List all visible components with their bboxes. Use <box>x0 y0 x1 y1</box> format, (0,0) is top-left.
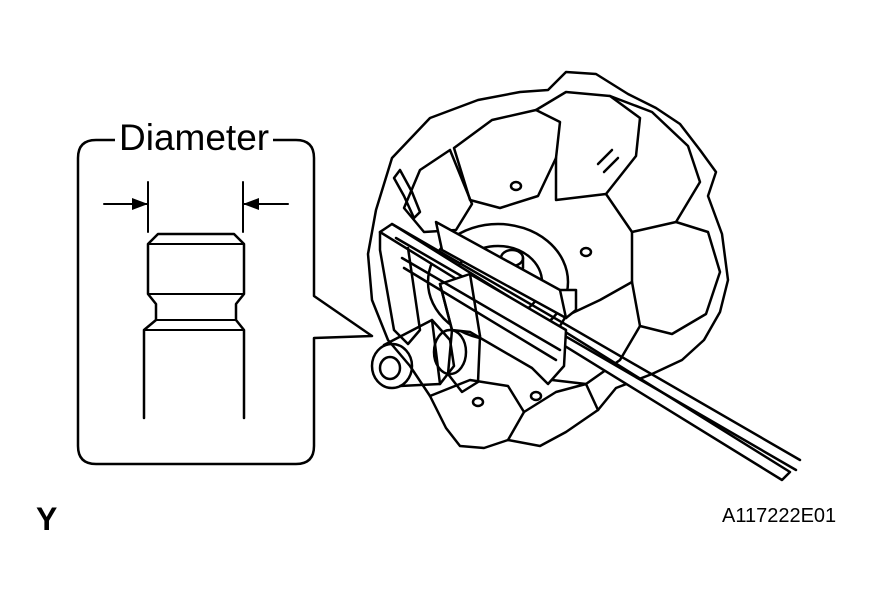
dimension-arrows <box>103 181 289 233</box>
diameter-label: Diameter <box>115 116 274 160</box>
callout-frame <box>76 138 374 466</box>
arrowhead-left <box>132 198 148 210</box>
rotor-shaft <box>370 318 468 390</box>
alternator-rotor <box>366 70 730 450</box>
figure-code: A117222E01 <box>722 505 837 527</box>
view-letter: Y <box>36 501 58 537</box>
arrowhead-right <box>243 198 259 210</box>
slip-ring-profile <box>142 232 246 420</box>
vernier-caliper <box>378 220 802 482</box>
slip-ring-edges <box>143 243 245 331</box>
